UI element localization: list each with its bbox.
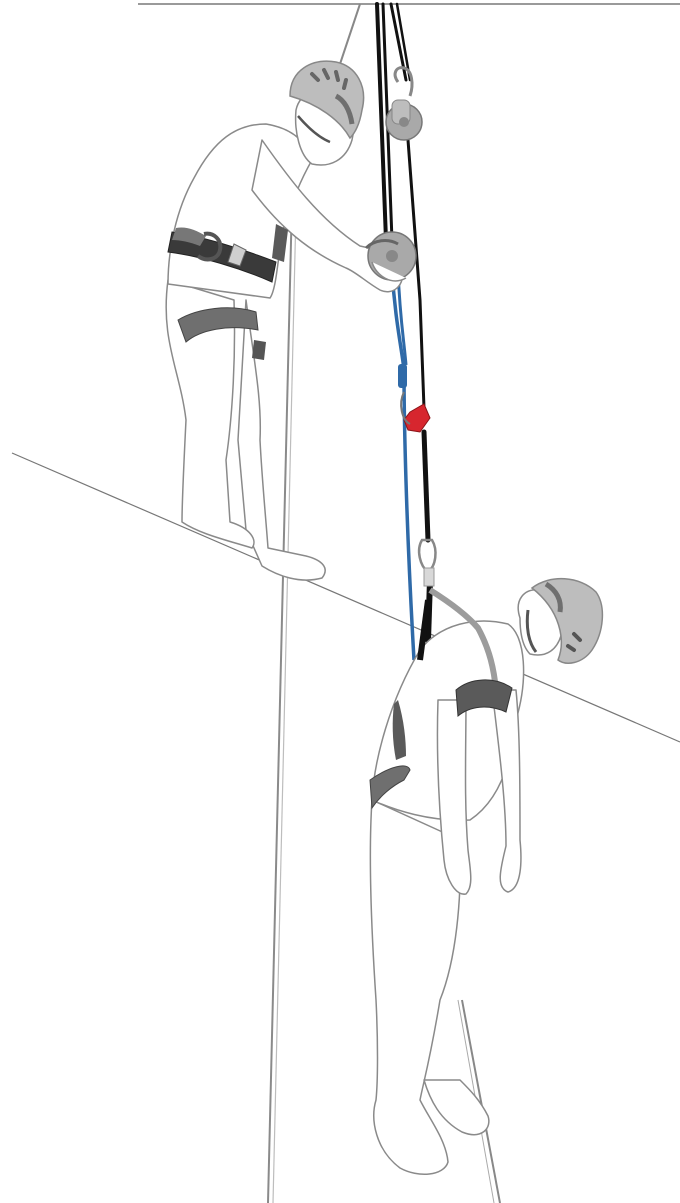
safety-rope-left	[268, 200, 292, 1203]
anchor-rope-rescuer	[340, 4, 360, 64]
rope-grab-device-icon	[404, 404, 430, 432]
black-rope-system	[377, 4, 430, 640]
victim-figure	[370, 590, 563, 1174]
safety-rope-left-2	[273, 210, 296, 1203]
pulley-icon	[386, 68, 422, 140]
blue-connector-icon	[398, 364, 407, 388]
victim-carabiner-icon	[419, 540, 435, 586]
